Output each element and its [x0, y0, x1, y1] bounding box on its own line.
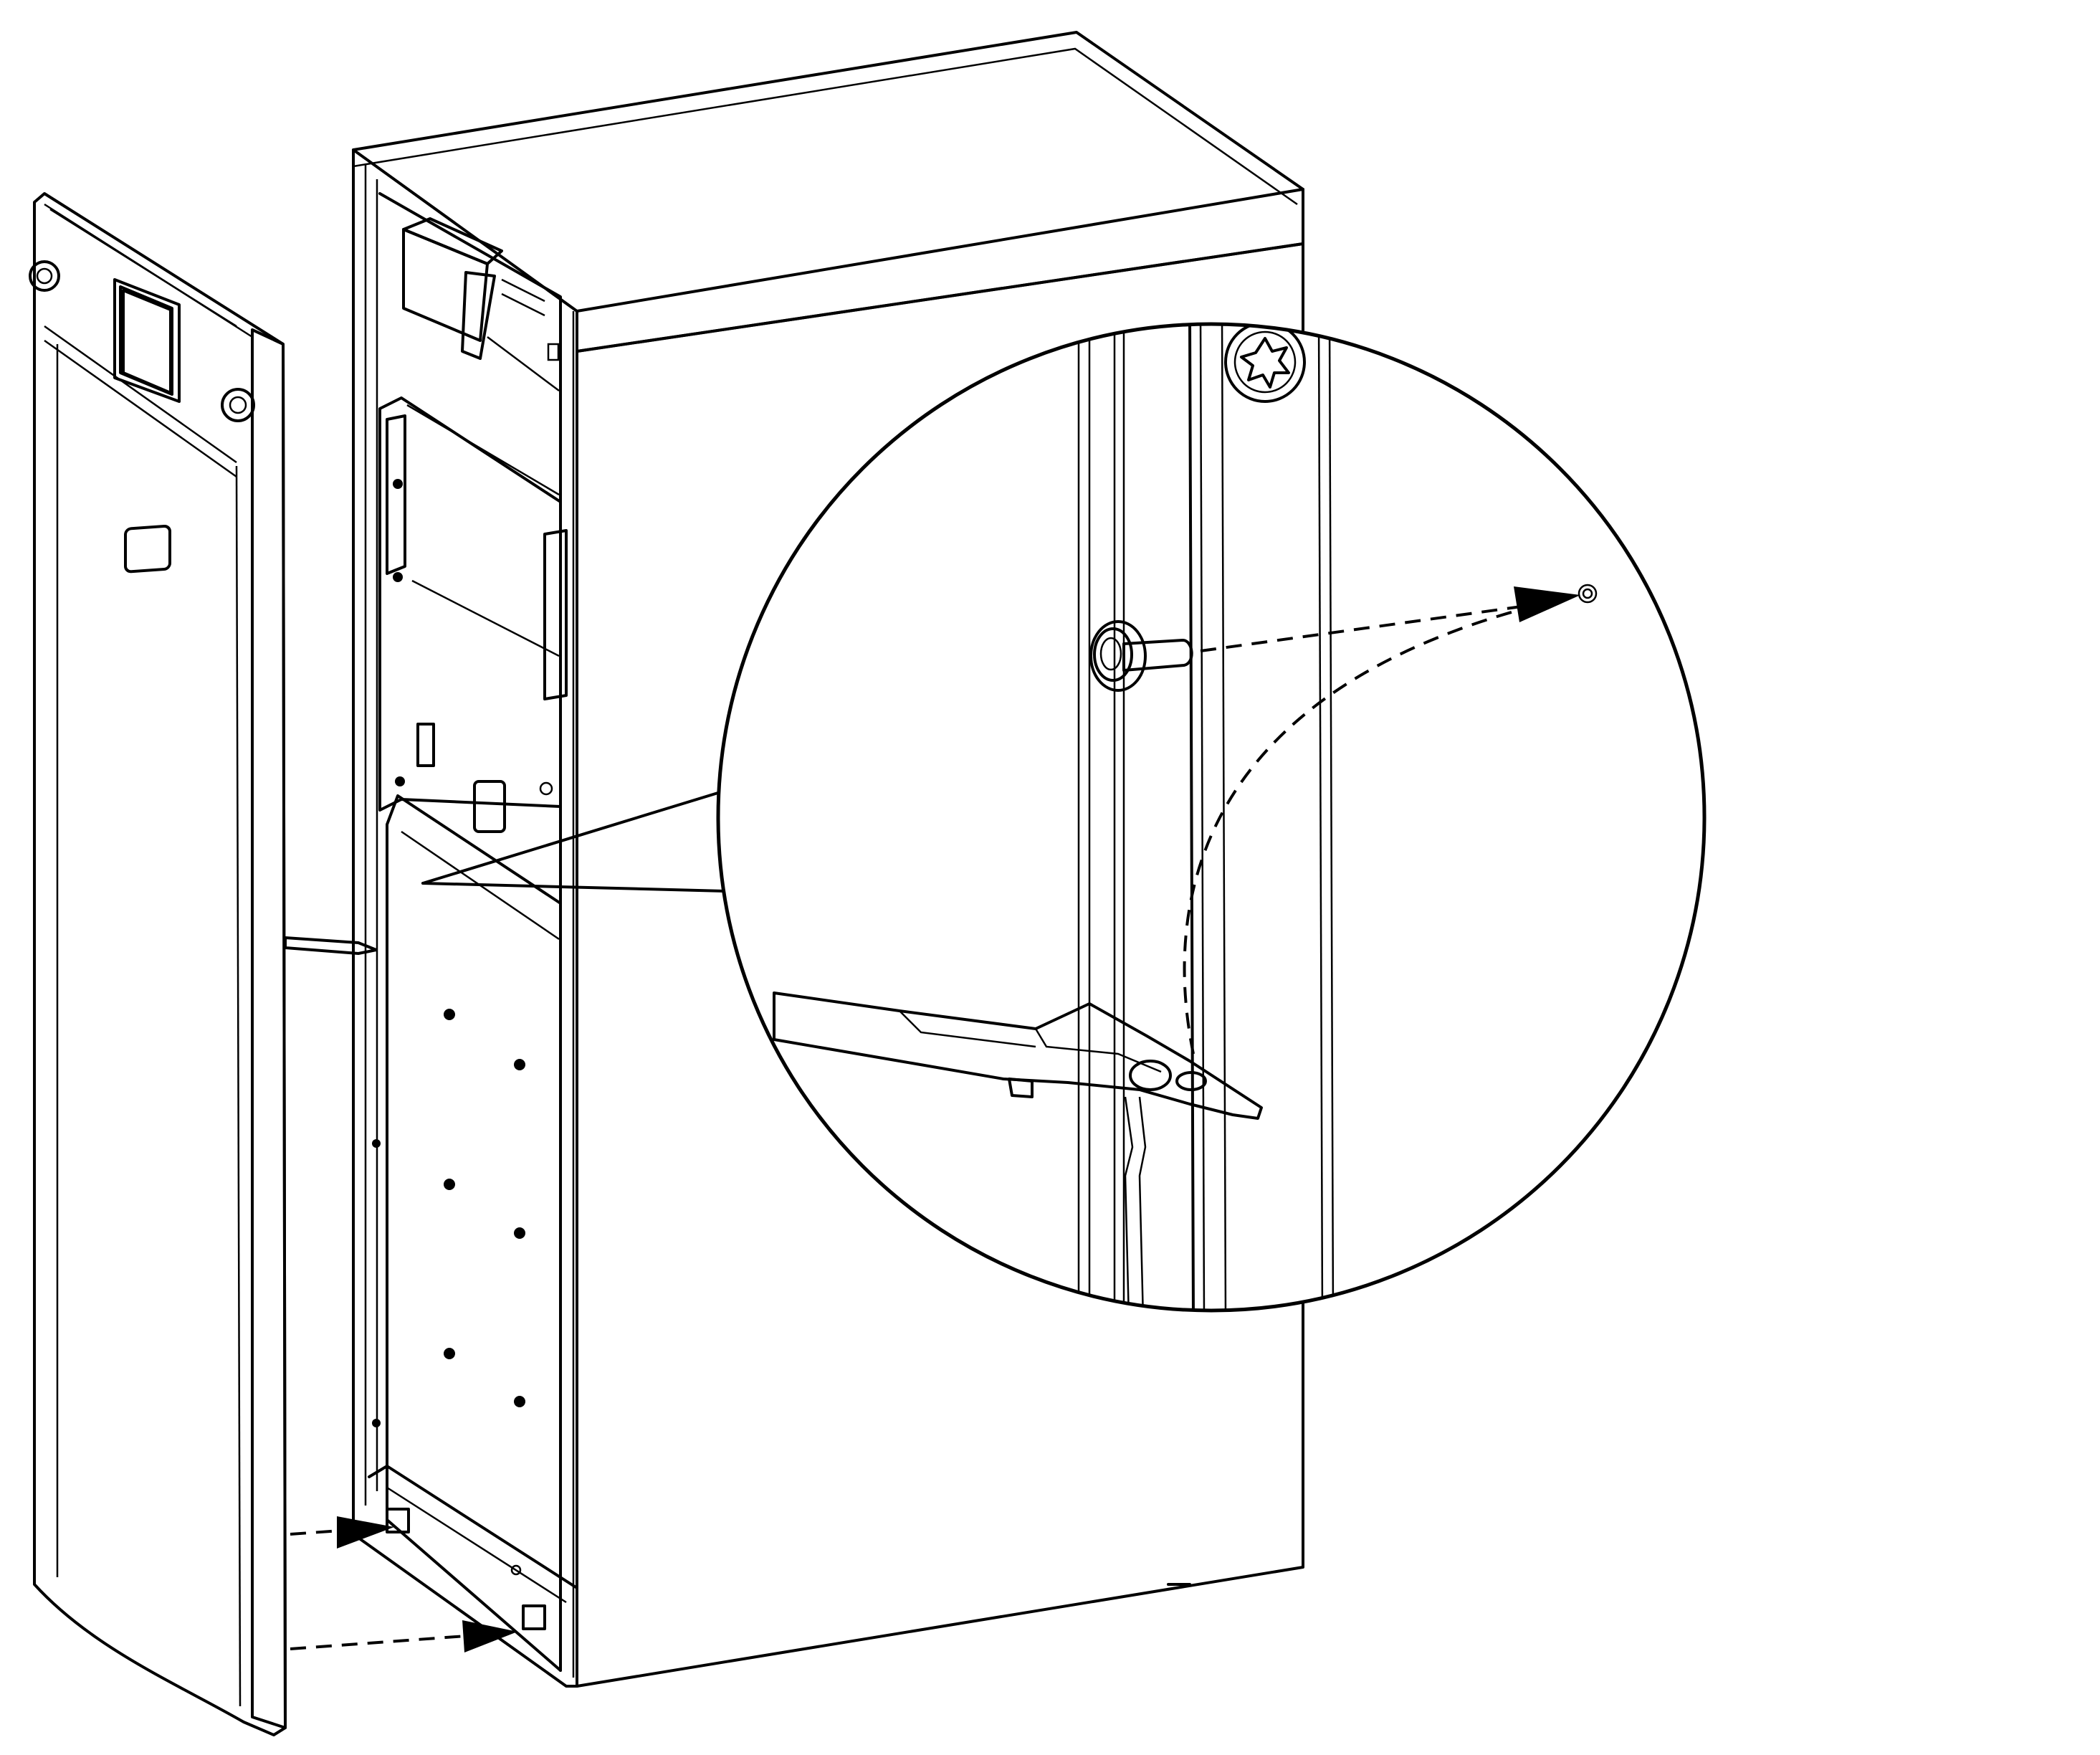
dashed-arrow-pin-hole: [1183, 586, 1580, 1055]
cabinet-top-face: [352, 31, 1304, 313]
panel-knob-left: [29, 260, 60, 292]
hinge-tab: [773, 991, 1263, 1120]
bottom-rail: [368, 1465, 1191, 1672]
control-box: [378, 396, 568, 833]
display-housing: [402, 217, 560, 391]
panel-badge-slot: [124, 524, 171, 574]
torx-screw-icon: [1224, 324, 1306, 403]
cabinet-right-side: [576, 242, 1304, 1688]
front-panel-body: [33, 192, 287, 1736]
front-panel: [29, 192, 378, 1736]
callout-wedge: [421, 774, 783, 894]
panel-knob-right: [221, 388, 255, 422]
cabinet-housing: [352, 31, 1304, 1688]
display-window: [119, 285, 173, 396]
lower-interior-panel: [372, 794, 562, 1672]
hinge-pin: [1089, 620, 1193, 692]
magnifier-detail: [716, 322, 1707, 1313]
dashed-arrow-bottom-upper: [290, 1516, 394, 1549]
panel-hinge-tab: [284, 936, 378, 955]
dashed-arrow-bottom-lower: [290, 1620, 517, 1652]
